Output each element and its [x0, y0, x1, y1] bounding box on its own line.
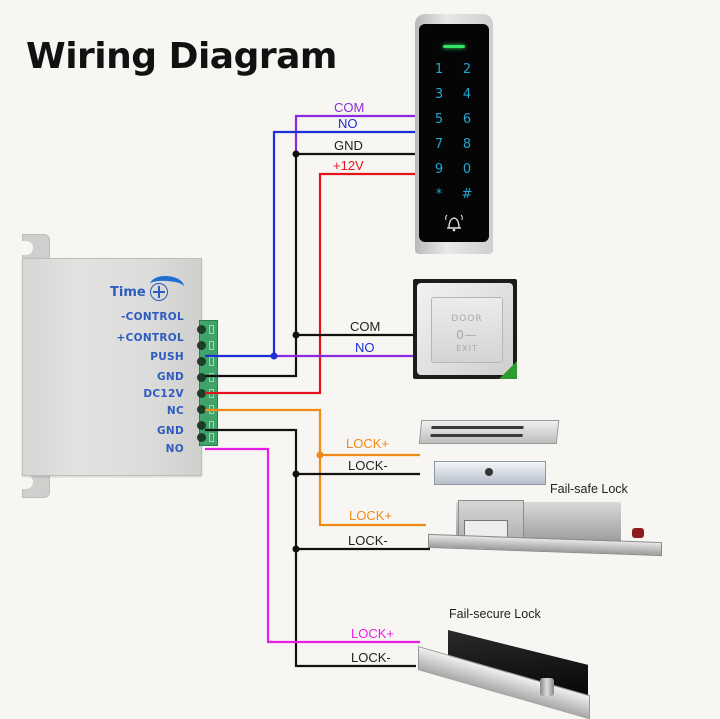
keypad-key: 1 — [434, 62, 444, 77]
wire-gnd-trunk — [205, 154, 298, 378]
terminal-label-dc12v: DC12V — [143, 388, 184, 400]
junction-dot — [292, 331, 300, 339]
wire-label-keypad-12v: +12V — [333, 158, 364, 173]
doorbell-icon — [445, 214, 463, 232]
wire-label-keypad-com: COM — [334, 100, 364, 115]
wire-label-maglock-plus: LOCK+ — [346, 436, 389, 451]
terminal-label-push: PUSH — [150, 351, 184, 363]
fail-secure-lock-device — [418, 628, 590, 719]
exit-button-text-door: DOOR — [451, 314, 483, 324]
wire-keypad-com — [294, 114, 415, 154]
bolt-lock-device — [426, 498, 662, 558]
status-led — [443, 45, 465, 48]
magnetic-lock-armature — [434, 461, 546, 485]
access-controller-box — [22, 258, 202, 476]
keypad-key: 5 — [434, 112, 444, 127]
adjust-knob-icon — [150, 283, 168, 301]
keypad-device: 1 2 3 4 5 6 7 8 9 0 * # — [415, 14, 493, 254]
wire-nc — [205, 408, 426, 527]
junction-dot — [316, 451, 324, 459]
wire-label-maglock-minus: LOCK- — [348, 458, 388, 473]
terminal-label-plus-control: +CONTROL — [116, 332, 184, 344]
keypad-key: 0 — [462, 162, 472, 177]
wire-keypad-no — [272, 130, 415, 356]
exit-button-text-exit: EXIT — [456, 344, 478, 353]
terminal-label-minus-control: -CONTROL — [120, 311, 184, 323]
keypad-key: 2 — [462, 62, 472, 77]
diagram-title: Wiring Diagram — [26, 36, 337, 77]
junction-dot — [292, 545, 300, 553]
junction-dot — [292, 150, 300, 158]
wire-label-keypad-no: NO — [338, 116, 358, 131]
terminal-label-gnd-2: GND — [156, 425, 184, 437]
wire-fail-secure-plus — [205, 447, 420, 644]
keypad-face: 1 2 3 4 5 6 7 8 9 0 * # — [419, 24, 489, 242]
keypad-key: 9 — [434, 162, 444, 177]
exit-button-device: DOOR 0— EXIT — [413, 279, 517, 379]
keypad-key: 6 — [462, 112, 472, 127]
keypad-key: 4 — [462, 87, 472, 102]
mounting-tab-top — [21, 234, 50, 262]
keypad-key: 7 — [434, 137, 444, 152]
keypad-key: 3 — [434, 87, 444, 102]
junction-dot — [270, 352, 278, 360]
keypad-key: * — [435, 187, 443, 202]
wire-label-bolt-minus: LOCK- — [348, 533, 388, 548]
wire-label-bolt-plus: LOCK+ — [349, 508, 392, 523]
wire-keypad-12v — [205, 172, 415, 395]
wire-label-keypad-gnd: GND — [334, 138, 363, 153]
wire-label-fail-secure-minus: LOCK- — [351, 650, 391, 665]
terminal-block — [197, 320, 218, 446]
junction-dot — [292, 470, 300, 478]
terminal-label-gnd: GND — [156, 371, 184, 383]
terminal-label-no: NO — [165, 443, 184, 455]
keypad-key: 8 — [462, 137, 472, 152]
wire-label-exit-com: COM — [350, 319, 380, 334]
terminal-label-nc: NC — [166, 405, 184, 417]
wire-label-fail-secure-plus: LOCK+ — [351, 626, 394, 641]
fail-safe-lock-caption: Fail-safe Lock — [550, 482, 628, 496]
time-label: Time — [110, 285, 146, 300]
fail-secure-lock-caption: Fail-secure Lock — [449, 607, 541, 621]
key-icon: 0— — [456, 328, 478, 342]
wire-label-exit-no: NO — [355, 340, 375, 355]
keypad-key: # — [461, 187, 473, 202]
